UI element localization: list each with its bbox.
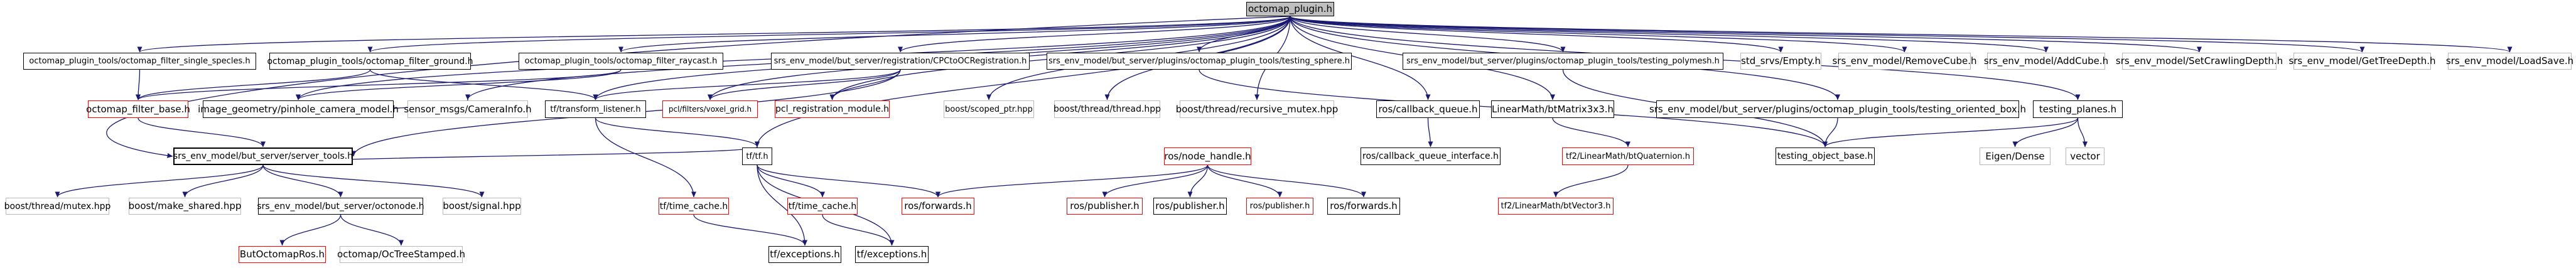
graph-node[interactable]: ros/forwards.h: [1327, 198, 1400, 215]
graph-node[interactable]: ros/publisher.h: [1067, 198, 1143, 215]
graph-node[interactable]: srs_env_model/AddCube.h: [1984, 53, 2108, 70]
include-edge: [1187, 164, 1209, 198]
include-edge: [262, 164, 343, 198]
graph-node[interactable]: ros/forwards.h: [902, 198, 974, 215]
graph-node[interactable]: ros/publisher.h: [1153, 198, 1227, 215]
include-edge: [1290, 16, 1784, 53]
graph-node[interactable]: boost/scoped_ptr.hpp: [944, 100, 1034, 118]
include-edge: [1823, 117, 2079, 147]
graph-node[interactable]: tf/time_cache.h: [659, 198, 729, 215]
include-edge: [1290, 16, 2049, 53]
graph-root-node[interactable]: octomap_plugin.h: [1246, 2, 1334, 16]
include-edge: [1102, 164, 1209, 198]
include-edge: [618, 16, 1291, 53]
graph-node[interactable]: srs_env_model/SetCrawlingDepth.h: [2116, 53, 2283, 70]
graph-node[interactable]: tf2/LinearMath/btVector3.h: [1498, 198, 1614, 215]
graph-node[interactable]: ros/callback_queue.h: [1376, 100, 1480, 118]
include-edge: [595, 117, 760, 147]
include-edge: [1207, 164, 1366, 198]
include-edge: [757, 164, 807, 246]
include-edge: [137, 117, 266, 147]
include-edge: [1553, 164, 1629, 198]
include-edge: [755, 16, 1291, 147]
include-edge: [296, 69, 622, 100]
graph-node[interactable]: octomap_plugin_tools/octomap_filter_grou…: [267, 53, 473, 70]
graph-node[interactable]: srs_env_model/but_server/plugins/octomap…: [1649, 100, 2026, 118]
include-edge: [1290, 16, 2364, 53]
graph-node[interactable]: boost/thread/thread.hpp: [1054, 100, 1161, 118]
graph-node[interactable]: sensor_msgs/CameraInfo.h: [404, 100, 532, 118]
include-edge: [1290, 16, 1566, 53]
include-edge: [136, 69, 371, 100]
graph-node[interactable]: srs_env_model/but_server/server_tools.h: [173, 147, 353, 165]
include-edge: [182, 164, 264, 198]
include-edge: [1290, 16, 2202, 53]
graph-node[interactable]: boost/thread/mutex.hpp: [4, 198, 110, 215]
include-edge: [1290, 16, 1431, 100]
graph-node[interactable]: ButOctomapRos.h: [239, 246, 326, 263]
include-edge: [1823, 117, 1838, 147]
graph-node[interactable]: LinearMath/btMatrix3x3.h: [1491, 100, 1614, 118]
graph-node[interactable]: octomap/OcTreeStamped.h: [337, 246, 465, 263]
graph-node[interactable]: testing_planes.h: [2033, 100, 2123, 118]
include-edge: [1290, 16, 2512, 53]
include-edge: [757, 164, 825, 198]
include-edge: [822, 214, 895, 246]
include-edge: [106, 16, 1291, 158]
graph-node[interactable]: testing_object_base.h: [1776, 147, 1875, 165]
graph-node[interactable]: Eigen/Dense: [1980, 147, 2051, 165]
graph-node[interactable]: srs_env_model/GetTreeDepth.h: [2288, 53, 2436, 70]
graph-node[interactable]: pcl_registration_module.h: [775, 100, 890, 118]
include-edge: [593, 69, 901, 100]
graph-node[interactable]: boost/make_shared.hpp: [129, 198, 241, 215]
graph-node[interactable]: pcl/filters/voxel_grid.h: [662, 100, 758, 118]
include-edge: [136, 69, 141, 100]
graph-node[interactable]: tf/tf.h: [742, 147, 772, 165]
graph-node[interactable]: srs_env_model/but_server/plugins/octomap…: [1403, 53, 1723, 70]
include-edge: [369, 69, 598, 100]
include-edge: [262, 164, 485, 198]
include-edge: [340, 214, 404, 246]
graph-node[interactable]: ros/node_handle.h: [1164, 147, 1251, 165]
graph-node[interactable]: octomap_filter_base.h: [86, 100, 190, 118]
include-edge: [55, 164, 264, 198]
graph-node[interactable]: tf/exceptions.h: [855, 246, 929, 263]
graph-node[interactable]: srs_env_model/LoadSave.h: [2446, 53, 2573, 70]
graph-node[interactable]: octomap_plugin_tools/octomap_filter_rayc…: [519, 53, 723, 70]
graph-node[interactable]: boost/signal.hpp: [443, 198, 521, 215]
include-edge: [2077, 117, 2088, 147]
graph-node[interactable]: tf/exceptions.h: [768, 246, 841, 263]
graph-node[interactable]: ros/publisher.h: [1246, 198, 1313, 215]
graph-node[interactable]: srs_env_model/but_server/registration/CP…: [771, 53, 1030, 70]
graph-node[interactable]: srs_env_model/but_server/plugins/octomap…: [1047, 53, 1352, 70]
include-edge: [1427, 117, 1433, 147]
include-edge: [2012, 117, 2079, 147]
graph-node[interactable]: tf/transform_listener.h: [545, 100, 646, 118]
graph-node[interactable]: octomap_plugin_tools/octomap_filter_sing…: [23, 53, 256, 70]
include-edge: [1207, 164, 1283, 198]
include-edge: [1552, 117, 1630, 147]
graph-node[interactable]: boost/thread/recursive_mutex.hpp: [1176, 100, 1338, 118]
include-edge: [708, 69, 901, 100]
include-edge: [279, 214, 342, 246]
graph-node[interactable]: srs_env_model/RemoveCube.h: [1832, 53, 1977, 70]
include-edge: [595, 117, 696, 198]
graph-node[interactable]: ros/callback_queue_interface.h: [1361, 147, 1501, 165]
graph-node[interactable]: vector: [2066, 147, 2104, 165]
include-edge: [367, 16, 1291, 53]
include-edge: [693, 214, 807, 246]
graph-node[interactable]: image_geometry/pinhole_camera_model.h: [198, 100, 399, 118]
include-edge: [1290, 16, 1907, 53]
include-edge: [898, 16, 1291, 53]
graph-node[interactable]: std_srvs/Empty.h: [1740, 53, 1821, 70]
include-edge: [757, 164, 940, 198]
graph-node[interactable]: srs_env_model/but_server/octonode.h: [257, 198, 424, 215]
include-edge: [137, 16, 1291, 53]
include-edge: [935, 164, 1209, 198]
graph-node[interactable]: tf/time_cache.h: [787, 198, 858, 215]
include-edge: [136, 69, 622, 100]
graph-node[interactable]: tf2/LinearMath/btQuaternion.h: [1562, 147, 1694, 165]
